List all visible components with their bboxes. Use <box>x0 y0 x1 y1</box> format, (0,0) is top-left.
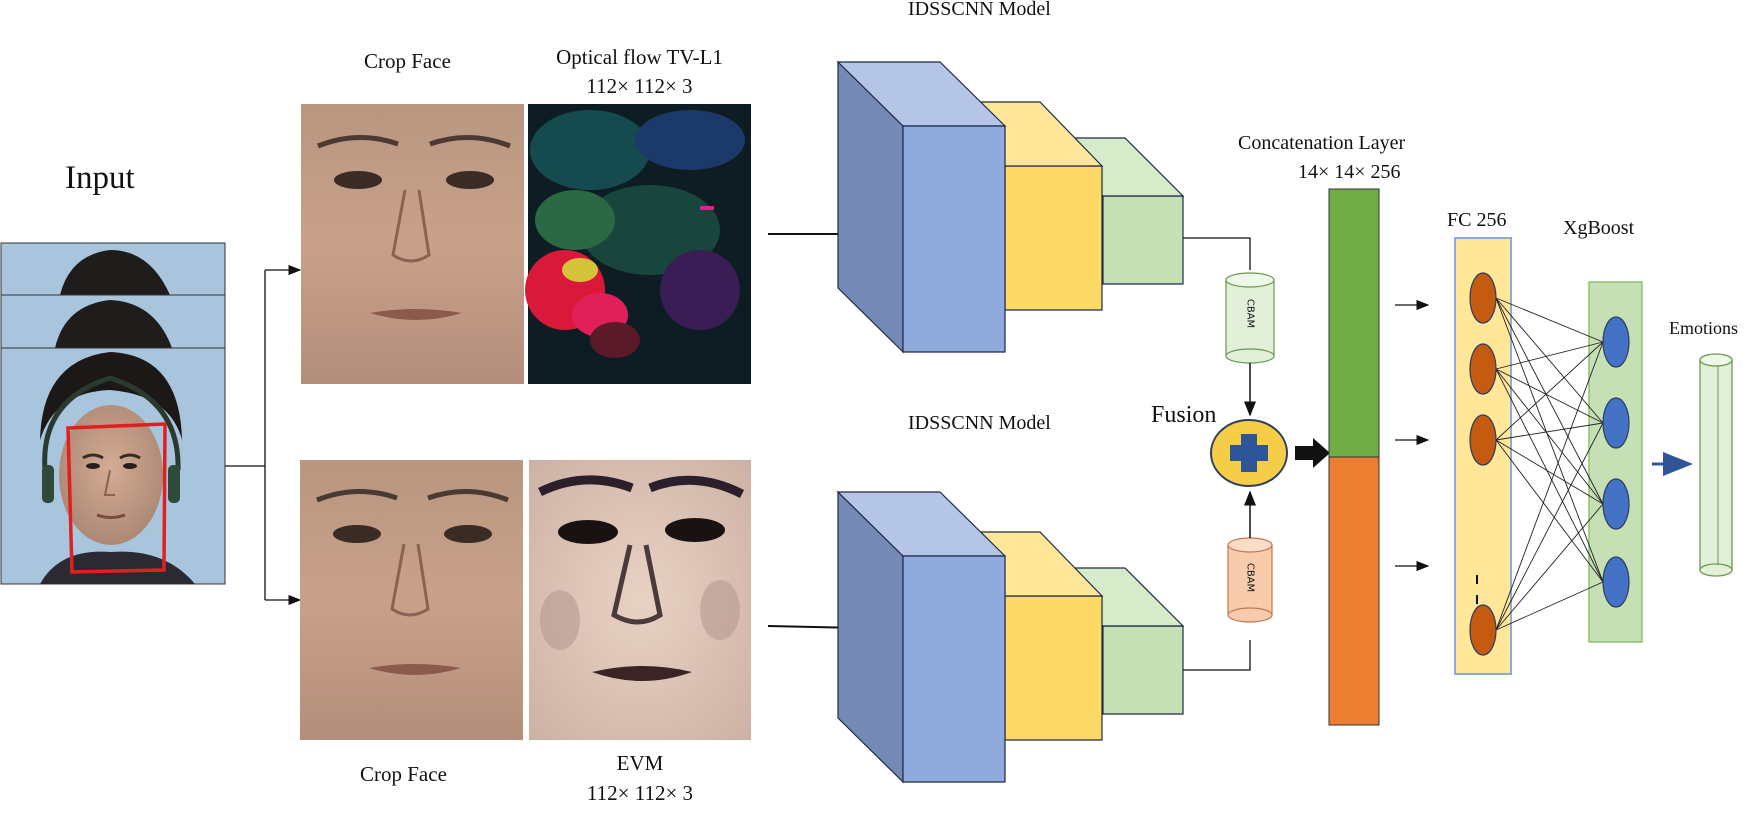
cbam-bottom-module <box>1227 537 1273 623</box>
crop-face-bottom-label: Crop Face <box>360 762 447 786</box>
plus-icon <box>1230 434 1268 472</box>
arrow-fusion-to-concat <box>1295 438 1330 468</box>
model-top-label: IDSSCNN Model <box>908 0 1051 20</box>
emotions-label: Emotions <box>1669 318 1739 338</box>
connection-line <box>1495 297 1604 343</box>
fusion-label: Fusion <box>1151 402 1217 428</box>
evm-label: EVM <box>616 751 664 775</box>
evm-image <box>529 460 751 740</box>
connection-line <box>1495 422 1604 631</box>
idsscnn-model-top <box>836 60 1185 354</box>
connection-line <box>1495 368 1604 424</box>
model-bottom-label: IDSSCNN Model <box>908 412 1051 434</box>
connection-line <box>1495 341 1604 441</box>
input-branch-connector <box>225 264 302 606</box>
input-frames <box>0 242 226 585</box>
xgboost-nodes <box>1602 316 1630 608</box>
connection-line <box>1495 439 1604 583</box>
optical-flow-label: Optical flow TV-L1 <box>556 45 723 69</box>
fc-label: FC 256 <box>1447 209 1507 231</box>
connection-line <box>1495 297 1604 583</box>
cbam-top-module <box>1225 272 1275 364</box>
fc-nodes <box>1469 272 1497 656</box>
input-frame-3 <box>0 347 226 585</box>
fc-to-xgboost-connections <box>1495 297 1604 631</box>
connection-line <box>1495 368 1604 505</box>
xgboost-node <box>1602 556 1630 608</box>
idsscnn-model-bottom <box>836 490 1185 784</box>
connection-line <box>1495 297 1604 424</box>
connection-line <box>1495 341 1604 631</box>
crop-face-top-image <box>301 104 524 384</box>
cbam-bottom-label: CBAM <box>1244 562 1256 593</box>
fc-node <box>1469 414 1497 466</box>
optical-flow-image <box>525 104 751 384</box>
connection-line <box>1495 341 1604 370</box>
connection-line <box>1495 503 1604 631</box>
fc-node <box>1469 343 1497 395</box>
xgboost-node <box>1602 478 1630 530</box>
crop-face-top-label: Crop Face <box>364 49 451 73</box>
xgboost-node <box>1602 316 1630 368</box>
connection-line <box>1495 581 1604 631</box>
concat-size-label: 14× 14× 256 <box>1298 161 1401 183</box>
input-frame-2 <box>0 294 226 349</box>
face-detection-box <box>66 422 167 574</box>
concatenation-layer <box>1328 188 1380 726</box>
optical-flow-size-label: 112× 112× 3 <box>586 74 693 98</box>
model-to-cbam-connectors <box>1183 237 1251 671</box>
fc-node <box>1469 604 1497 656</box>
connection-line <box>1495 422 1604 441</box>
concat-layer-label: Concatenation Layer <box>1238 132 1406 154</box>
xgboost-label: XgBoost <box>1563 217 1635 239</box>
crop-face-bottom-image <box>300 460 523 740</box>
connection-line <box>1495 439 1604 505</box>
connection-line <box>1495 297 1604 505</box>
connection-line <box>1495 368 1604 583</box>
evm-size-label: 112× 112× 3 <box>586 781 694 805</box>
emotions-output <box>1699 353 1733 577</box>
fusion-node <box>1210 419 1288 487</box>
xgboost-node <box>1602 397 1630 449</box>
fc-node <box>1469 272 1497 324</box>
cbam-top-label: CBAM <box>1244 298 1256 329</box>
concat-to-fc-arrows <box>1395 299 1430 572</box>
input-label: Input <box>65 160 135 196</box>
input-frame-1 <box>0 242 226 296</box>
